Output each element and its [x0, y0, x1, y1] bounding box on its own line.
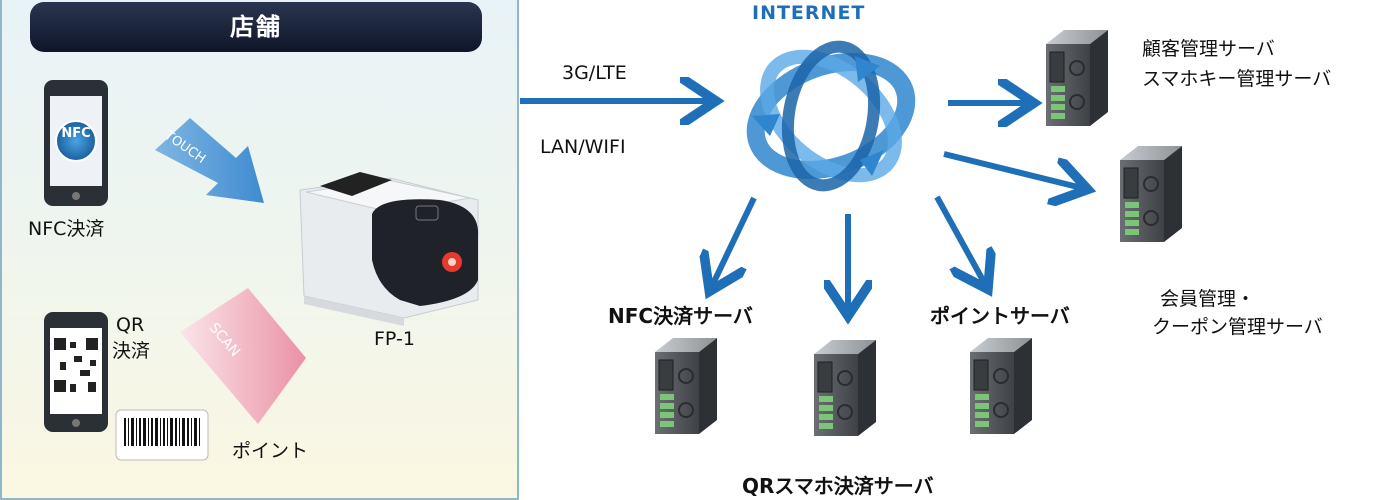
qr-server-label: QRスマホ決済サーバ [742, 474, 934, 498]
qr-label-line2: 決済 [112, 340, 151, 362]
conn-lan-label: LAN/WIFI [540, 136, 626, 158]
arrow-to-member-server [943, 151, 1082, 188]
member-server-label-line2: クーポン管理サーバ [1152, 316, 1323, 338]
store-header [30, 2, 482, 52]
customer-server-label-line1: 顧客管理サーバ [1142, 38, 1275, 60]
terminal-label: FP-1 [374, 328, 415, 350]
qr-label-line1: QR [116, 314, 145, 336]
arrow-to-nfc-server [712, 196, 757, 286]
nfc-payment-label: NFC決済 [28, 218, 105, 240]
server-rack-icon-nfc [654, 337, 718, 435]
arrow-to-point-server [934, 195, 985, 284]
conn-3g-label: 3G/LTE [562, 62, 627, 84]
payment-terminal-icon [299, 172, 479, 326]
scan-beam [180, 288, 306, 424]
store-title: 店舗 [230, 13, 282, 41]
barcode-card-icon [115, 409, 209, 461]
smartphone-icon [44, 80, 108, 206]
touch-arrow [155, 118, 264, 203]
point-server-label: ポイントサーバ [930, 304, 1070, 328]
server-rack-icon-qr [813, 339, 877, 437]
server-rack-icon-member [1119, 145, 1183, 243]
point-card-label: ポイント [232, 440, 309, 462]
internet-label: INTERNET [752, 2, 866, 24]
internet-swirl-icon [746, 40, 916, 192]
server-rack-icon-point [969, 337, 1033, 435]
nfc-server-label: NFC決済サーバ [608, 304, 753, 328]
member-server-label-line1: 会員管理・ [1160, 288, 1256, 310]
nfc-logo-text: NFC [61, 126, 91, 141]
customer-server-label-line2: スマホキー管理サーバ [1142, 68, 1332, 90]
qr-code-icon [44, 312, 108, 432]
server-rack-icon-customer [1045, 29, 1109, 127]
